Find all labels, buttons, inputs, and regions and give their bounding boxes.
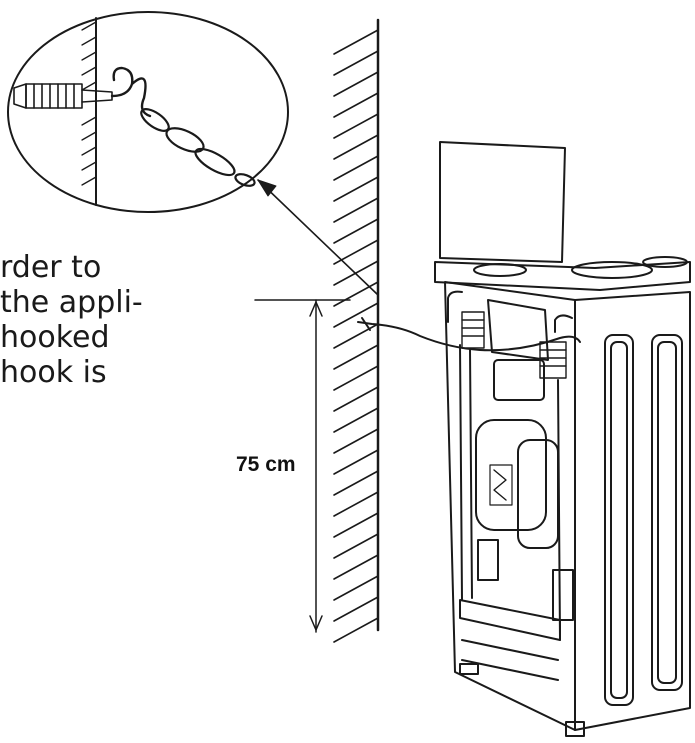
- wall-plug-icon: [13, 83, 113, 109]
- text-line: rder to: [0, 250, 102, 285]
- wall: [333, 18, 380, 643]
- detail-magnifier: [7, 11, 379, 296]
- dimension-label: 75 cm: [236, 453, 296, 476]
- chain-icon: [140, 108, 256, 187]
- text-line: the appli-: [0, 285, 143, 320]
- instruction-text-fragment: rder to the appli- hooked hook is: [0, 250, 143, 390]
- appliance-illustration: [434, 141, 691, 737]
- text-line: hooked: [0, 320, 110, 355]
- dimension-line: [254, 299, 351, 633]
- text-line: hook is: [0, 355, 107, 390]
- hook-icon: [110, 66, 152, 118]
- appliance-chain: [357, 321, 581, 352]
